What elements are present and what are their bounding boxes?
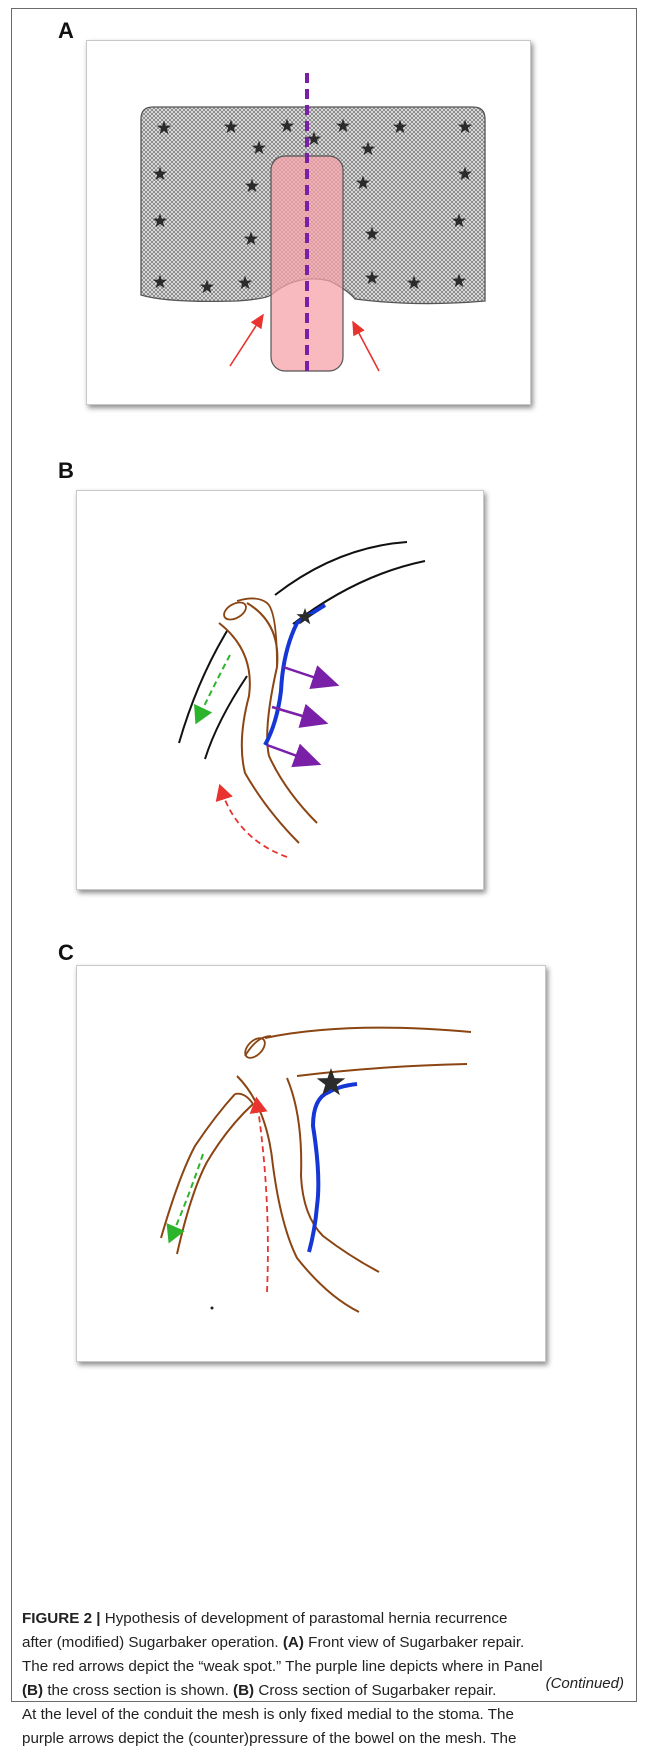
panel-b-diagram — [77, 491, 483, 889]
bowel-upper-outer — [265, 1028, 471, 1038]
pressure-arrow-1 — [283, 667, 337, 685]
bowel-loop-inner — [177, 1104, 253, 1254]
panel-b-image — [76, 490, 484, 890]
mesh-line — [309, 1084, 357, 1252]
bowel-stem-right — [287, 1078, 379, 1272]
caption-line-6: purple arrows depict the (counter)pressu… — [22, 1727, 632, 1751]
weak-spot-arrow-left — [230, 315, 263, 366]
red-dashed-arrow — [221, 789, 287, 857]
continued-text: (Continued) — [546, 1675, 624, 1692]
continued-note: (Continued) — [546, 1675, 624, 1692]
mesh-line — [265, 605, 325, 745]
figure-label: FIGURE 2 | — [22, 1610, 101, 1627]
green-dashed-arrow — [198, 655, 230, 719]
caption-line-3: The red arrows depict the “weak spot.” T… — [22, 1655, 632, 1679]
panel-a-image — [86, 40, 531, 405]
panel-a-diagram — [87, 41, 530, 404]
caption-text: the cross section is shown. — [43, 1682, 233, 1699]
caption-text: At the level of the conduit the mesh is … — [22, 1706, 514, 1723]
caption-line-1: FIGURE 2 | Hypothesis of development of … — [22, 1607, 632, 1631]
panel-ref: (A) — [283, 1634, 304, 1651]
stoma-opening — [242, 1035, 269, 1062]
stoma-opening — [221, 599, 249, 623]
green-dashed-arrow — [171, 1154, 203, 1238]
pressure-arrow-2 — [272, 707, 326, 723]
panel-c-image — [76, 965, 546, 1362]
figure-caption: FIGURE 2 | Hypothesis of development of … — [22, 1607, 632, 1751]
panel-a-label: A — [58, 18, 74, 44]
bowel-right — [247, 603, 317, 823]
panel-ref: (B) — [233, 1682, 254, 1699]
bowel-top — [237, 598, 277, 667]
caption-text: Cross section of Sugarbaker repair. — [254, 1682, 496, 1699]
panel-b-label: B — [58, 458, 74, 484]
abdominal-wall-left — [179, 631, 227, 743]
bowel-loop-cap — [235, 1094, 253, 1104]
panel-ref: (B) — [22, 1682, 43, 1699]
bowel-upper-inner — [297, 1064, 467, 1076]
weak-spot-arrow-right — [353, 322, 379, 371]
caption-text: purple arrows depict the (counter)pressu… — [22, 1730, 516, 1747]
abdominal-wall-left2 — [205, 676, 247, 759]
pressure-arrow-3 — [267, 745, 319, 764]
caption-text: Front view of Sugarbaker repair. — [304, 1634, 524, 1651]
dot-mark — [211, 1307, 214, 1310]
caption-text: Hypothesis of development of parastomal … — [101, 1610, 508, 1627]
caption-text: The red arrows depict the “weak spot.” T… — [22, 1658, 543, 1675]
caption-text: after (modified) Sugarbaker operation. — [22, 1634, 283, 1651]
bowel-stem-left — [237, 1076, 359, 1312]
panel-c-diagram — [77, 966, 545, 1361]
caption-line-5: At the level of the conduit the mesh is … — [22, 1703, 632, 1727]
caption-line-4: (B) the cross section is shown. (B) Cros… — [22, 1679, 632, 1703]
panel-c-label: C — [58, 940, 74, 966]
caption-line-2: after (modified) Sugarbaker operation. (… — [22, 1631, 632, 1655]
abdominal-wall-outer — [275, 542, 407, 595]
